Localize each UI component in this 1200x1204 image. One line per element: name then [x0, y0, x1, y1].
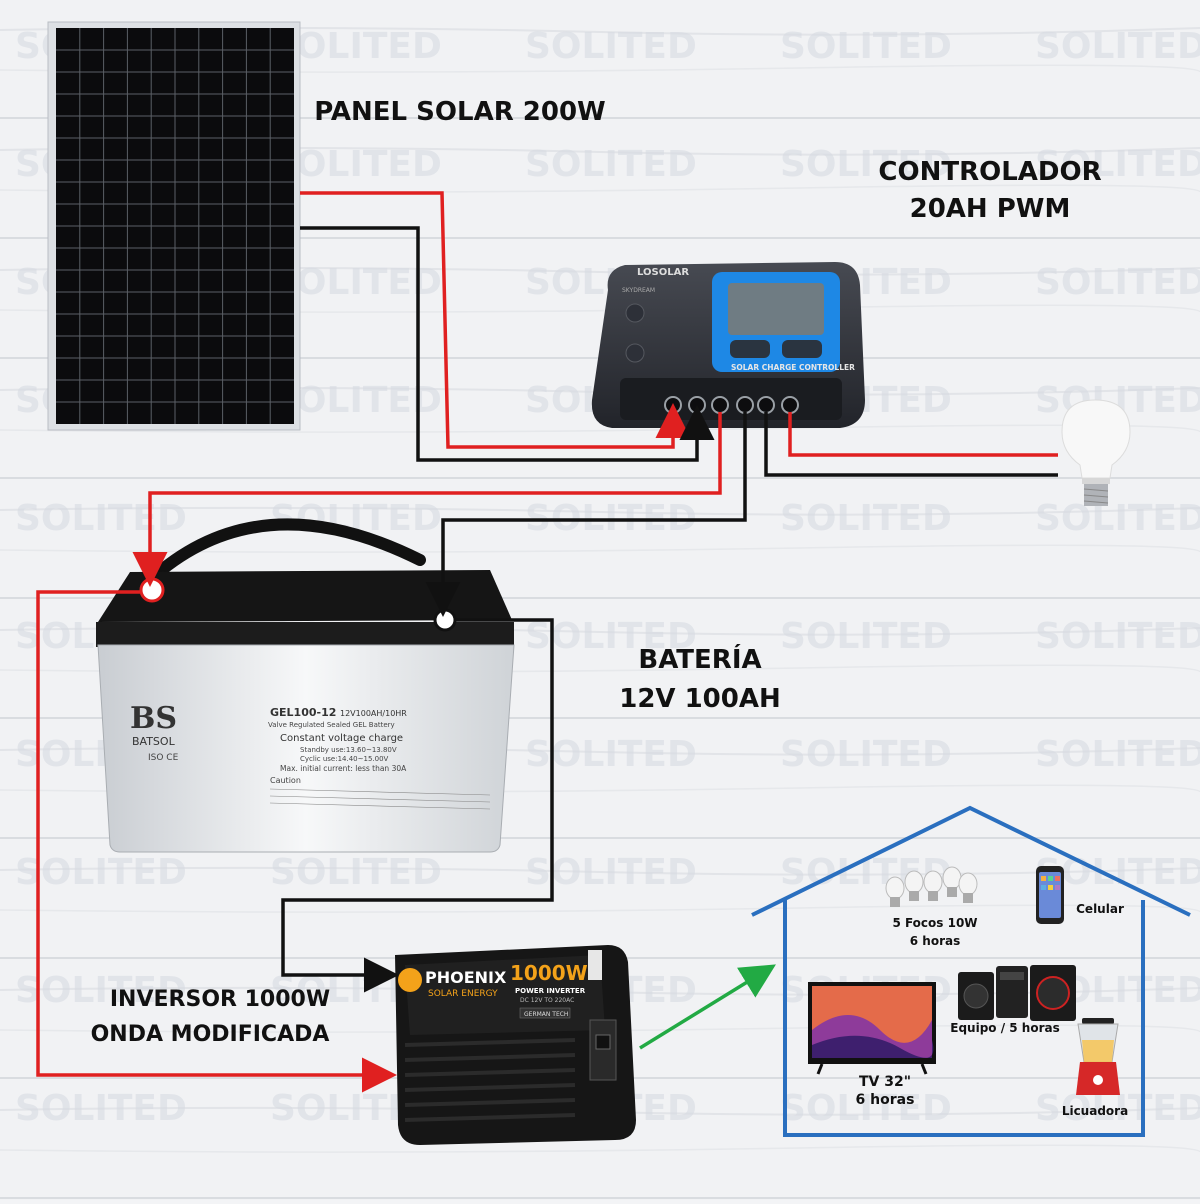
controller-button — [625, 343, 645, 363]
watermark-text: SOLITED — [1035, 26, 1200, 67]
inverter: PHOENIX SOLAR ENERGY 1000W POWER INVERTE… — [395, 945, 636, 1145]
watermark-text: SOLITED — [780, 616, 952, 657]
controller-label-line1: CONTROLADOR — [878, 157, 1102, 187]
battery-model: GEL100-12 — [270, 706, 336, 719]
inverter-brand: PHOENIX — [425, 968, 507, 987]
inverter-label-line2: ONDA MODIFICADA — [90, 1022, 330, 1047]
watermark-text: SOLITED — [15, 852, 187, 893]
stereo-label: Equipo / 5 horas — [950, 1021, 1060, 1035]
wire-load-negative — [764, 412, 1058, 477]
bulbs-label-line2: 6 horas — [909, 934, 961, 948]
controller-button — [625, 303, 645, 323]
battery: BS BATSOL GEL100-12 12V100AH/10HR Valve … — [96, 518, 515, 853]
controller-caption: SOLAR CHARGE CONTROLLER — [731, 363, 855, 372]
controller-sub: SKYDREAM — [622, 287, 655, 294]
battery-positive-terminal — [139, 577, 165, 603]
battery-cyclic: Cyclic use:14.40~15.00V — [300, 755, 389, 763]
controller-terminal — [736, 396, 754, 414]
inverter-label-line1: INVERSOR 1000W — [109, 987, 331, 1012]
battery-certs: ISO CE — [148, 753, 179, 763]
stereo-icon — [958, 965, 1076, 1021]
controller-terminal — [781, 396, 799, 414]
battery-desc: Valve Regulated Sealed GEL Battery — [268, 721, 395, 729]
charge-controller: LOSOLAR SKYDREAM SOLAR CHARGE CONTROLLER — [591, 262, 865, 428]
wiring — [36, 191, 1058, 1093]
wire-inverter-positive — [36, 590, 397, 1093]
house — [751, 805, 1191, 1137]
bulbs-label-line1: 5 Focos 10W — [892, 916, 978, 930]
wire-inverter-output — [639, 964, 776, 1050]
solar-panel — [47, 21, 301, 431]
watermark-text: SOLITED — [15, 1088, 187, 1129]
watermark-text: SOLITED — [780, 26, 952, 67]
battery-spec: 12V100AH/10HR — [340, 709, 407, 718]
wire-battery-positive — [132, 412, 722, 587]
phone-icon — [1036, 866, 1064, 924]
controller-screen — [728, 283, 824, 335]
watermark-text: SOLITED — [780, 498, 952, 539]
tv-label-line1: TV 32" — [858, 1074, 912, 1090]
controller-brand: LOSOLAR — [637, 267, 689, 278]
wire-battery-negative — [425, 412, 747, 617]
controller-label-line2: 20AH PWM — [909, 194, 1071, 224]
wire-panel-positive — [300, 191, 691, 449]
watermark-text: SOLITED — [525, 144, 697, 185]
phone-label: Celular — [1076, 902, 1124, 916]
inverter-type: POWER INVERTER — [515, 987, 586, 995]
watermark-text: SOLITED — [780, 144, 952, 185]
controller-terminal — [711, 396, 729, 414]
battery-brand: BATSOL — [132, 735, 176, 748]
watermark-text: SOLITED — [270, 852, 442, 893]
battery-caution: Caution — [270, 776, 301, 785]
inverter-tag: GERMAN TECH — [524, 1011, 568, 1018]
battery-logo: BS — [130, 701, 177, 736]
tv-label-line2: 6 horas — [855, 1092, 915, 1108]
watermark-text: SOLITED — [1035, 498, 1200, 539]
wire-load-positive — [788, 412, 1058, 457]
battery-standby: Standby use:13.60~13.80V — [300, 746, 397, 754]
watermark-text: SOLITED — [1035, 144, 1200, 185]
watermark-text: SOLITED — [15, 970, 187, 1011]
battery-negative-terminal — [433, 608, 457, 632]
battery-label-line2: 12V 100AH — [619, 684, 781, 714]
inverter-dc: DC 12V TO 220AC — [520, 997, 574, 1004]
blender-icon — [1076, 1018, 1120, 1095]
blender-label: Licuadora — [1061, 1104, 1129, 1118]
controller-terminal — [688, 396, 706, 414]
battery-handle — [144, 518, 426, 586]
wire-inverter-negative — [281, 618, 554, 993]
battery-charge: Constant voltage charge — [280, 733, 403, 744]
watermark-text: SOLITED — [780, 1088, 952, 1129]
watermark-text: SOLITED — [1035, 734, 1200, 775]
inverter-sub: SOLAR ENERGY — [428, 989, 498, 999]
watermark-text: SOLITED — [1035, 616, 1200, 657]
watermark-text: SOLITED — [15, 498, 187, 539]
inverter-logo-icon — [398, 968, 422, 992]
watermark-text: SOLITED — [525, 26, 697, 67]
inverter-power: 1000W — [510, 961, 588, 985]
tv-icon — [808, 982, 936, 1075]
panel-label: PANEL SOLAR 200W — [314, 97, 606, 127]
bulbs-icon — [885, 866, 978, 907]
wire-panel-negative — [300, 226, 715, 462]
watermark-text: SOLITED — [780, 734, 952, 775]
controller-terminal — [757, 396, 775, 414]
battery-max: Max. initial current: less than 30A — [280, 764, 407, 773]
light-bulb — [1061, 399, 1131, 506]
watermark-text: SOLITED — [1035, 262, 1200, 303]
watermark-grid: SOLITED SOLITED SOLITED SOLITED SOLITED SOLIT… — [15, 26, 1200, 1129]
battery-label-line1: BATERÍA — [638, 645, 762, 675]
